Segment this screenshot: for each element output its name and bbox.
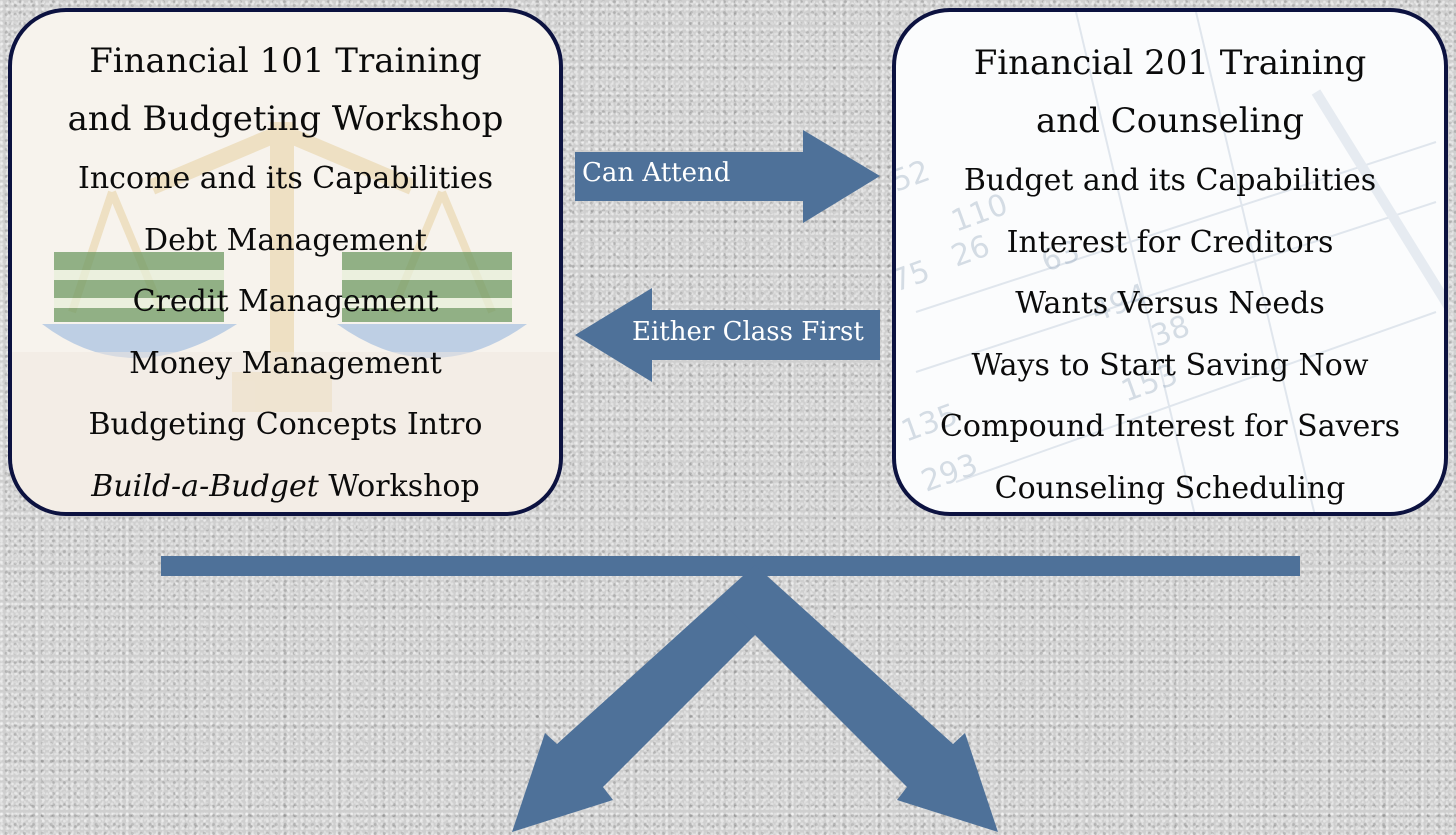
left-arrow-icon [575, 288, 880, 382]
topic-item: Interest for Creditors [1006, 224, 1334, 260]
financial-201-topic-list: Budget and its Capabilities Interest for… [896, 150, 1444, 512]
right-down-arrow-icon [720, 565, 998, 832]
topic-item: Credit Management [132, 284, 439, 319]
financial-101-box: Financial 101 Training and Budgeting Wor… [8, 8, 563, 516]
topic-item: Ways to Start Saving Now [971, 347, 1369, 383]
financial-paper-watermark: 52 110 75 26 63 494 38 153 135 293 [896, 12, 1444, 512]
financial-201-box: 52 110 75 26 63 494 38 153 135 293 Finan… [892, 8, 1448, 516]
financial-201-title: Financial 201 Training and Counseling [896, 34, 1444, 150]
topic-item: Income and its Capabilities [77, 161, 494, 196]
topic-item: Budget and its Capabilities [963, 163, 1377, 198]
left-down-arrow-icon [512, 565, 790, 832]
topic-item: Wants Versus Needs [1015, 286, 1325, 321]
either-class-first-arrow: Either Class First [575, 288, 880, 382]
financial-101-topic-list: Income and its Capabilities Debt Managem… [12, 148, 559, 513]
topic-item: Debt Management [144, 222, 427, 258]
right-arrow-icon [575, 130, 880, 223]
financial-201-title-line1: Financial 201 Training [973, 43, 1367, 83]
topic-item: Compound Interest for Savers [939, 409, 1401, 444]
topic-item: Budgeting Concepts Intro [88, 407, 483, 442]
can-attend-arrow: Can Attend [575, 130, 880, 223]
financial-101-title: Financial 101 Training and Budgeting Wor… [12, 32, 559, 148]
balance-beam [161, 556, 1300, 576]
topic-item-build-a-budget: Build-a-Budget Workshop [12, 456, 559, 513]
topic-item: Counseling Scheduling [994, 470, 1346, 506]
topic-item: Money Management [129, 345, 442, 381]
financial-101-title-line2: and Budgeting Workshop [67, 99, 504, 139]
financial-101-title-line1: Financial 101 Training [89, 41, 482, 81]
can-attend-label: Can Attend [582, 158, 731, 188]
balance-scale-watermark [12, 122, 559, 512]
either-class-first-label: Either Class First [632, 317, 864, 347]
workshop-text: Workshop [318, 468, 480, 504]
financial-201-title-line2: and Counseling [1036, 101, 1304, 141]
build-a-budget-italic: Build-a-Budget [91, 468, 319, 504]
